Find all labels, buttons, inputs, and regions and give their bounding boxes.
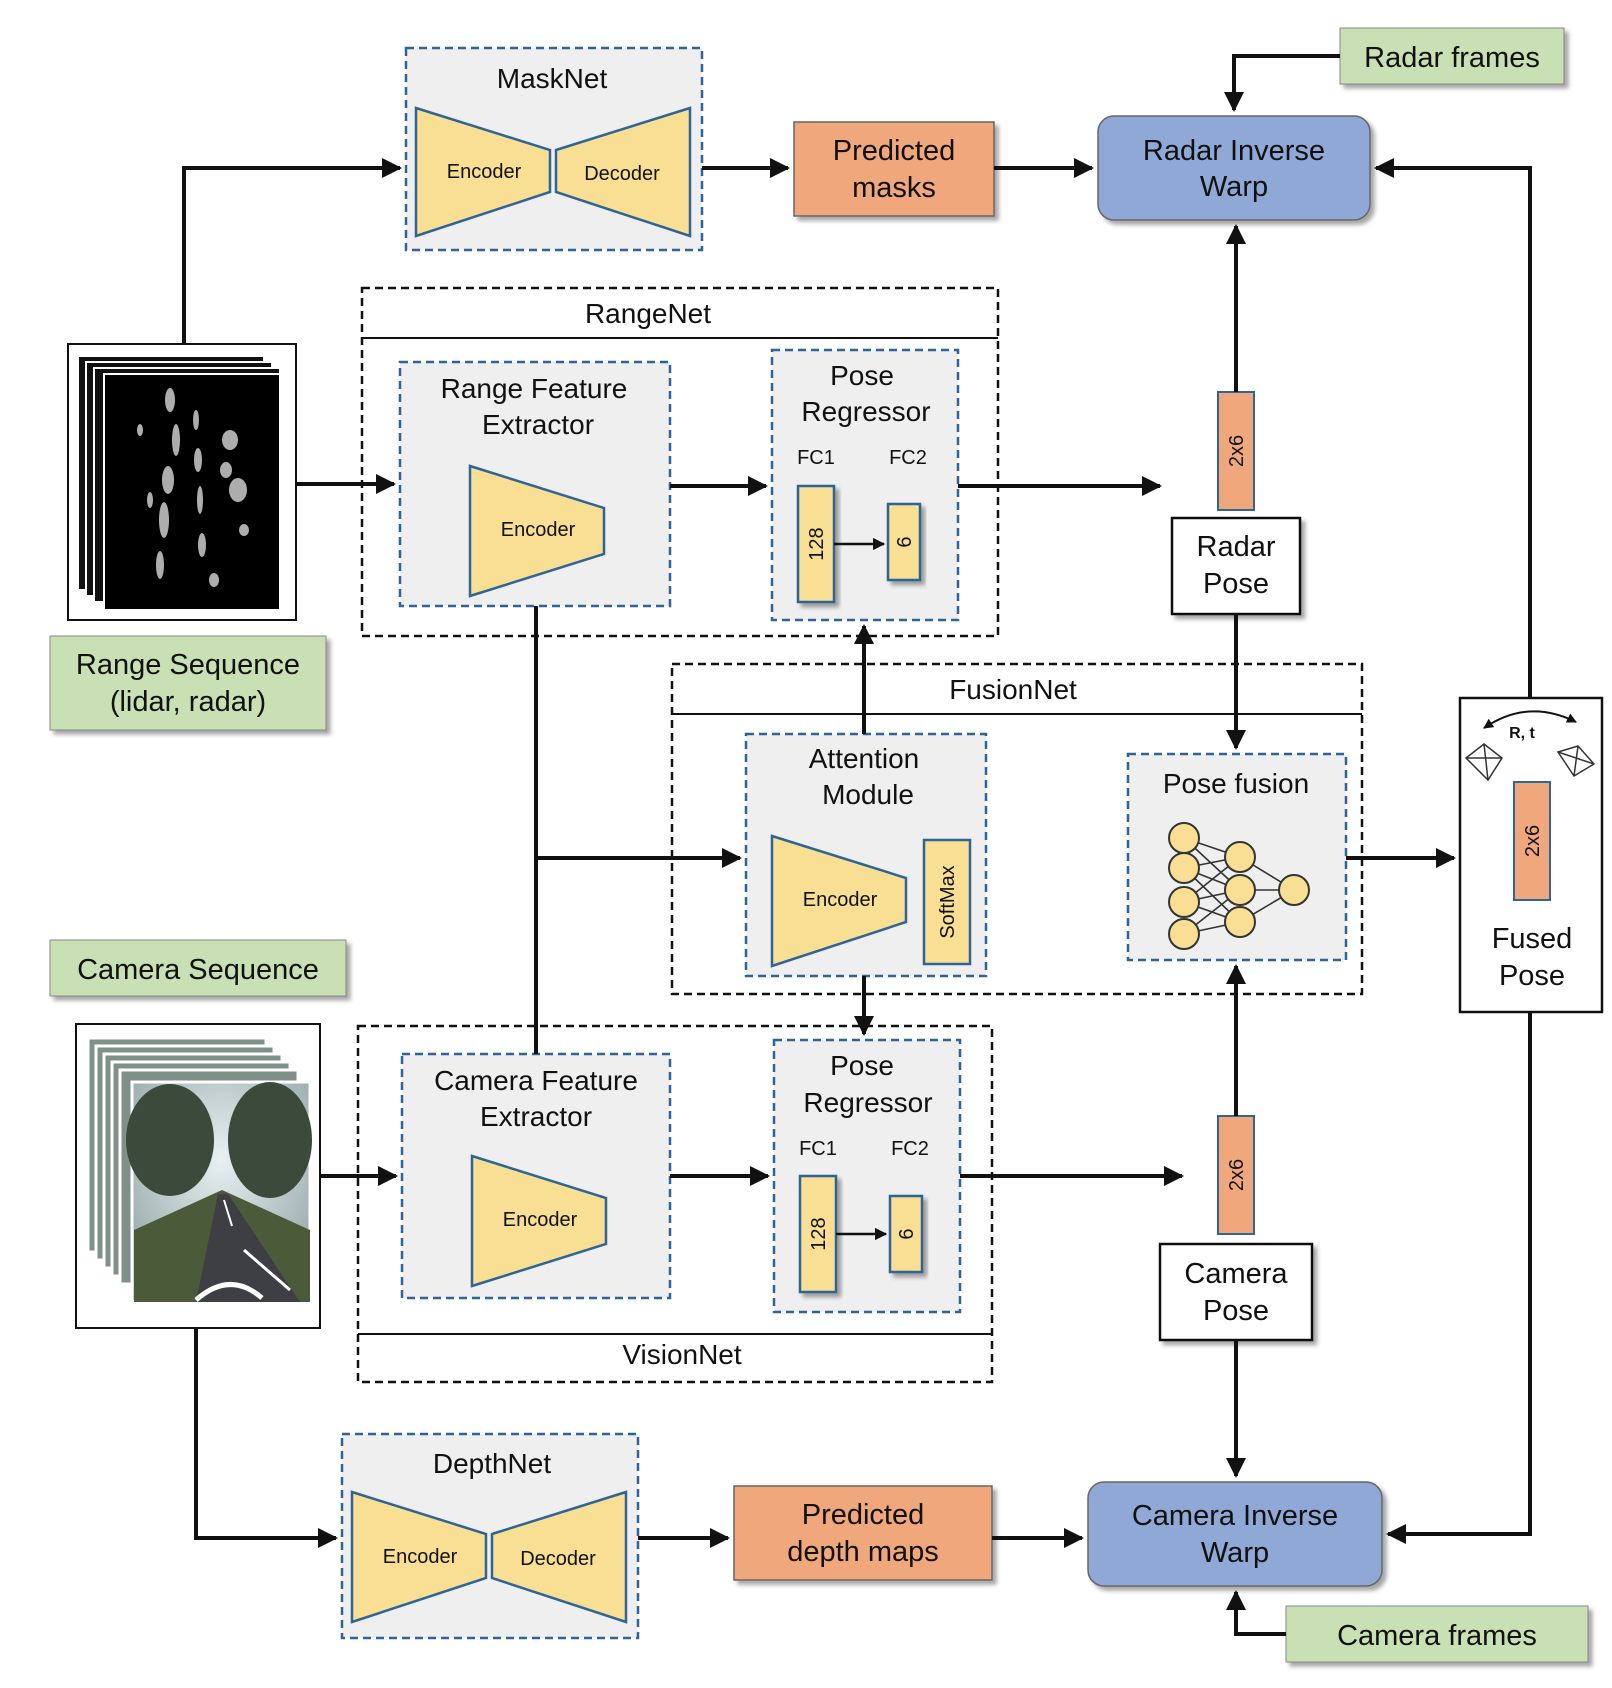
camera-fc2-box (888, 1194, 924, 1274)
camera-encoder-shape (470, 1154, 608, 1288)
range-extractor-line1: Range Feature (441, 373, 628, 404)
attention-module: Attention Module Encoder SoftMax (744, 732, 988, 978)
predicted-masks-line1: Predicted (833, 135, 956, 167)
attention-encoder-shape (770, 834, 908, 968)
masknet-encoder-shape (414, 106, 552, 238)
range-pose-regressor: Pose Regressor FC1 FC2 128 6 (770, 348, 960, 622)
svg-text:Camera Sequence: Camera Sequence (77, 954, 319, 986)
attention-encoder-label: Encoder (803, 889, 878, 911)
radar-pose-line1: Radar (1197, 531, 1276, 563)
camera-warp-line1: Camera Inverse (1132, 1500, 1338, 1532)
softmax-box (922, 838, 972, 966)
range-sequence-label: Range Sequence (lidar, radar) (49, 635, 327, 731)
visionnet-title: VisionNet (622, 1339, 742, 1370)
fusionnet-container: FusionNet (670, 662, 1364, 996)
depthnet-encoder-shape (350, 1490, 488, 1624)
predicted-depth-line1: Predicted (802, 1499, 925, 1531)
camera-pose-line1: Camera (1184, 1258, 1288, 1290)
masknet-decoder-shape (554, 106, 692, 238)
pose-fusion-block: Pose fusion (1126, 752, 1348, 962)
depthnet-encoder-label: Encoder (383, 1546, 458, 1568)
masknet-encoder-label: Encoder (447, 161, 522, 183)
fused-pose-line1: Fused (1492, 923, 1573, 955)
fused-pose-line2: Pose (1499, 960, 1565, 992)
range-encoder-label: Encoder (501, 519, 576, 541)
radar-inverse-warp-box: Radar Inverse Warp (1097, 115, 1371, 221)
camera-frustum-icon (1556, 745, 1596, 778)
attention-line2: Module (822, 779, 914, 810)
camera-fc2-label: FC2 (891, 1138, 929, 1160)
range-fc1-box (796, 484, 836, 604)
visionnet-container: VisionNet (356, 1024, 994, 1384)
range-fc2-label: FC2 (889, 447, 927, 469)
radar-pose-box: Radar Pose (1170, 516, 1302, 616)
camera-warp-line2: Warp (1201, 1537, 1269, 1569)
predicted-depth-line2: depth maps (787, 1536, 939, 1568)
range-sequence-line2: (lidar, radar) (110, 686, 266, 718)
radar-frames-label: Radar frames (1339, 27, 1565, 85)
range-fc1-units: 128 (806, 527, 828, 560)
connectors (182, 54, 1532, 1636)
camera-frames-label: Camera frames (1285, 1605, 1589, 1663)
camera-regressor-line2: Regressor (803, 1087, 932, 1118)
radar-warp-line1: Radar Inverse (1143, 135, 1325, 167)
camera-pose-vector: 2x6 (1217, 1115, 1255, 1235)
svg-text:Camera frames: Camera frames (1337, 1620, 1537, 1652)
predicted-masks-line2: masks (852, 172, 936, 204)
camera-fc1-units: 128 (808, 1217, 830, 1250)
fused-vector-box (1513, 781, 1551, 901)
range-image-stack (67, 343, 297, 621)
fused-transform-label: R, t (1509, 725, 1535, 742)
radar-pose-vector: 2x6 (1217, 391, 1255, 511)
masknet-block: MaskNet Encoder Decoder (404, 46, 704, 252)
fused-pose-box: R, t 2x6 Fused Pose (1458, 696, 1604, 1014)
attention-line1: Attention (809, 743, 920, 774)
svg-text:2x6: 2x6 (1226, 435, 1248, 467)
masknet-title: MaskNet (497, 63, 608, 94)
range-fc1-label: FC1 (797, 447, 835, 469)
depthnet-block: DepthNet Encoder Decoder (340, 1432, 640, 1640)
depthnet-title: DepthNet (433, 1448, 552, 1479)
camera-frustum-icon (1464, 743, 1503, 782)
range-encoder-shape (468, 464, 606, 598)
range-sequence-line1: Range Sequence (76, 649, 300, 681)
camera-pose-box: Camera Pose (1158, 1242, 1314, 1342)
camera-encoder-label: Encoder (503, 1209, 578, 1231)
softmax-label: SoftMax (937, 865, 959, 938)
camera-inverse-warp-box: Camera Inverse Warp (1087, 1481, 1383, 1587)
depthnet-decoder-label: Decoder (520, 1548, 596, 1570)
radar-warp-line2: Warp (1200, 171, 1268, 203)
camera-image-stack (75, 1023, 321, 1329)
camera-fc1-box (798, 1174, 838, 1294)
camera-sequence-label: Camera Sequence (49, 939, 347, 997)
range-feature-extractor: Range Feature Extractor Encoder (398, 360, 672, 608)
camera-feature-extractor: Camera Feature Extractor Encoder (400, 1052, 672, 1300)
fusionnet-title: FusionNet (949, 674, 1077, 705)
range-extractor-line2: Extractor (482, 409, 594, 440)
camera-extractor-line1: Camera Feature (434, 1065, 638, 1096)
camera-pose-regressor: Pose Regressor FC1 FC2 128 6 (772, 1038, 962, 1314)
fused-vector-label: 2x6 (1522, 825, 1544, 857)
range-fc2-box (886, 502, 922, 582)
rangenet-title: RangeNet (585, 298, 711, 329)
camera-regressor-line1: Pose (830, 1050, 894, 1081)
pose-fusion-title: Pose fusion (1163, 768, 1309, 799)
predicted-depth-box: Predicted depth maps (733, 1485, 993, 1581)
radar-pose-line2: Pose (1203, 568, 1269, 600)
camera-pose-line2: Pose (1203, 1295, 1269, 1327)
svg-text:Radar frames: Radar frames (1364, 42, 1540, 74)
camera-fc2-units: 6 (896, 1228, 918, 1239)
svg-text:2x6: 2x6 (1226, 1159, 1248, 1191)
masknet-decoder-label: Decoder (584, 163, 660, 185)
range-fc2-units: 6 (894, 536, 916, 547)
predicted-masks-box: Predicted masks (793, 121, 995, 217)
camera-fc1-label: FC1 (799, 1138, 837, 1160)
range-regressor-line2: Regressor (801, 396, 930, 427)
rangenet-container: RangeNet (360, 286, 1000, 638)
range-regressor-line1: Pose (830, 360, 894, 391)
depthnet-decoder-shape (490, 1490, 628, 1624)
camera-extractor-line2: Extractor (480, 1101, 592, 1132)
